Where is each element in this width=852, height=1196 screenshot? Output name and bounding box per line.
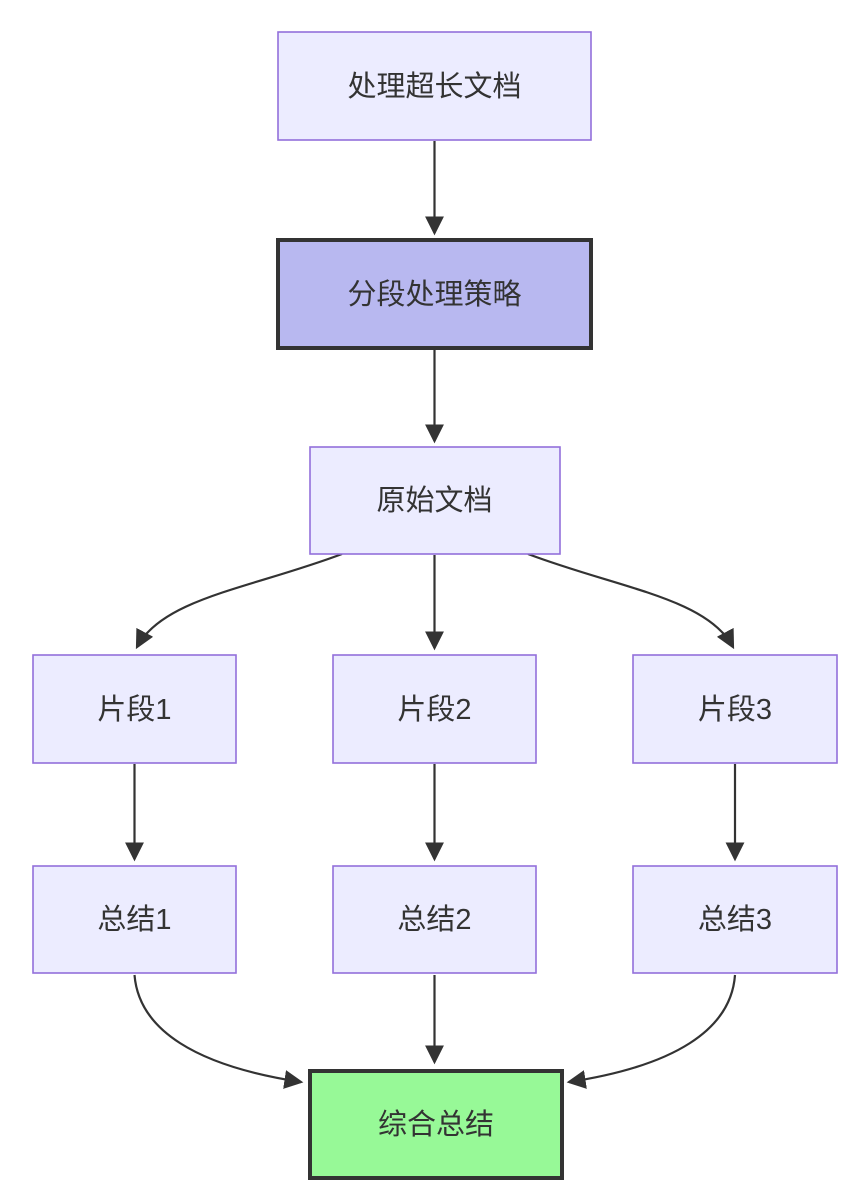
node-segment-1: 片段1 (32, 654, 237, 764)
node-summary-3-box (632, 865, 838, 974)
node-original-doc-box (309, 446, 561, 555)
node-summary-1-box (32, 865, 237, 974)
node-summary-2-box (332, 865, 537, 974)
node-segment-2: 片段2 (332, 654, 537, 764)
node-start-box (277, 31, 592, 141)
node-segment-3-label: 片段3 (698, 693, 772, 726)
node-strategy: 分段处理策略 (276, 238, 593, 350)
node-start-label: 处理超长文档 (347, 70, 521, 103)
node-strategy-label: 分段处理策略 (347, 278, 521, 311)
node-final-summary-box (308, 1069, 564, 1180)
node-original-doc: 原始文档 (309, 446, 561, 555)
edge-layer (125, 141, 745, 1089)
node-summary-3-label: 总结3 (698, 903, 772, 936)
node-segment-3: 片段3 (632, 654, 838, 764)
node-summary-3: 总结3 (632, 865, 838, 974)
node-segment-1-box (32, 654, 237, 764)
node-segment-3-box (632, 654, 838, 764)
node-segment-2-box (332, 654, 537, 764)
edge-doc-to-seg1 (135, 552, 343, 650)
node-summary-2: 总结2 (332, 865, 537, 974)
node-start: 处理超长文档 (277, 31, 592, 141)
node-final-summary: 综合总结 (308, 1069, 564, 1180)
node-summary-1-label: 总结1 (97, 903, 171, 936)
edge-sum1-to-final (133, 974, 304, 1089)
edge-sum3-to-final (566, 974, 737, 1089)
node-summary-1: 总结1 (32, 865, 237, 974)
node-summary-2-label: 总结2 (397, 903, 471, 936)
edge-doc-to-seg3 (527, 552, 735, 650)
node-segment-2-label: 片段2 (397, 693, 471, 726)
node-final-summary-label: 综合总结 (378, 1108, 494, 1141)
node-segment-1-label: 片段1 (97, 693, 171, 726)
node-original-doc-label: 原始文档 (376, 484, 492, 517)
node-strategy-box (276, 238, 593, 350)
